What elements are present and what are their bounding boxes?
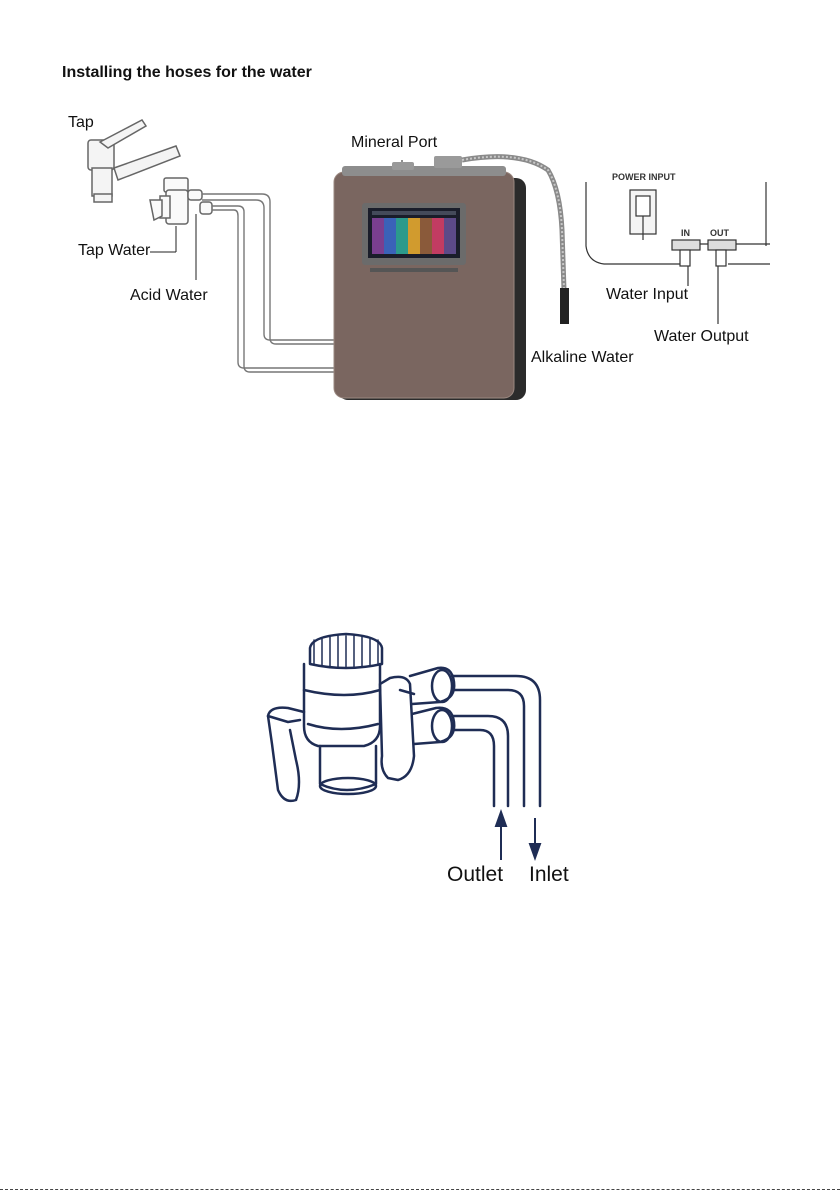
label-inlet: Inlet <box>529 863 569 887</box>
label-outlet: Outlet <box>447 863 503 887</box>
page-bottom-rule <box>0 1189 840 1190</box>
